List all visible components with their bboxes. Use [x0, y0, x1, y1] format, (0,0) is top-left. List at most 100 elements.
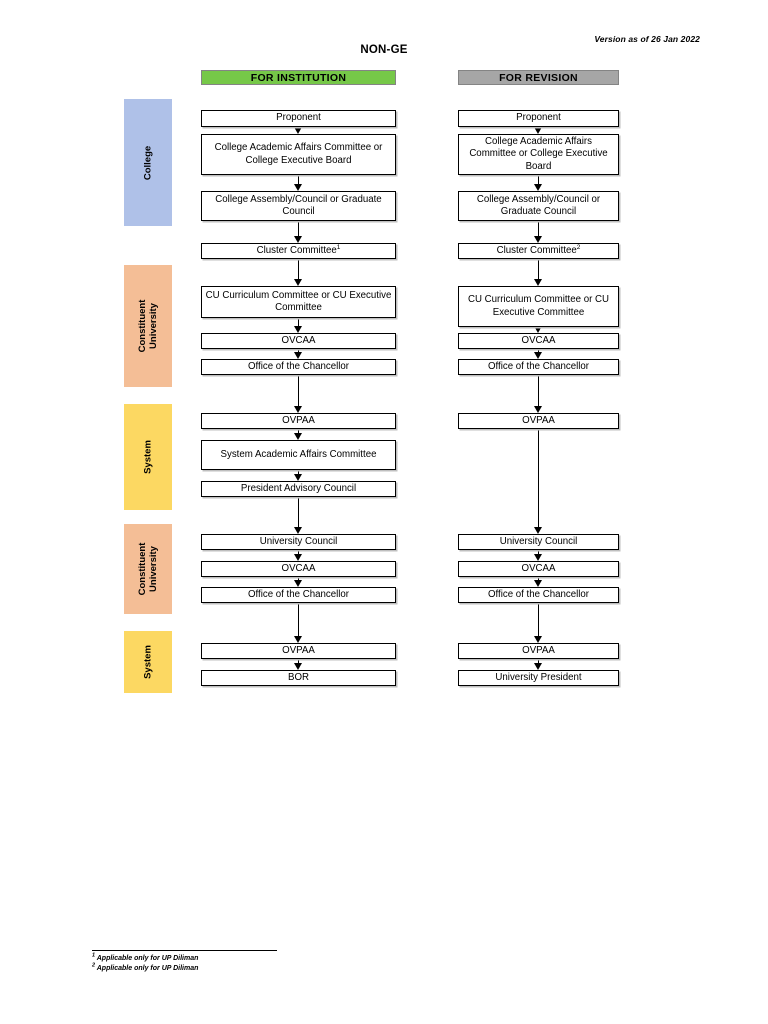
flow-arrow-institution-10: [297, 550, 300, 555]
phase-band-system: System: [124, 404, 172, 510]
flow-box-revision-university-president[interactable]: University President: [458, 670, 619, 686]
flow-box-institution-ovcaa[interactable]: OVCAA: [201, 561, 396, 577]
flow-box-label: Cluster Committee2: [496, 243, 581, 256]
flow-box-revision-ovcaa[interactable]: OVCAA: [458, 561, 619, 577]
flow-box-institution-proponent[interactable]: Proponent: [201, 110, 396, 127]
flow-arrow-revision-0: [537, 127, 540, 128]
flow-arrow-institution-11: [297, 577, 300, 581]
flow-box-label: Office of the Chancellor: [247, 588, 350, 600]
flow-box-revision-office-of-the-chancellor[interactable]: Office of the Chancellor: [458, 359, 619, 375]
flow-box-label: OVPAA: [282, 644, 315, 656]
flow-box-institution-president-advisory-council[interactable]: President Advisory Council: [201, 481, 396, 497]
flow-arrow-institution-2: [297, 221, 300, 237]
flow-box-label: University President: [495, 671, 582, 683]
flow-box-institution-university-council[interactable]: University Council: [201, 534, 396, 550]
flow-box-revision-ovpaa[interactable]: OVPAA: [458, 643, 619, 659]
flow-box-institution-cu-curriculum-committee-or-cu-executive-commit[interactable]: CU Curriculum Committee or CU Executive …: [201, 286, 396, 318]
flow-arrow-revision-10: [537, 603, 540, 637]
flow-box-institution-ovcaa[interactable]: OVCAA: [201, 333, 396, 349]
flow-box-label: University Council: [259, 535, 338, 547]
column-header-revision: FOR REVISION: [458, 70, 619, 85]
flow-arrow-revision-5: [537, 349, 540, 353]
flow-arrow-institution-12: [297, 603, 300, 637]
flow-box-institution-office-of-the-chancellor[interactable]: Office of the Chancellor: [201, 587, 396, 603]
flow-box-institution-system-academic-affairs-committee[interactable]: System Academic Affairs Committee: [201, 440, 396, 470]
column-header-institution: FOR INSTITUTION: [201, 70, 396, 85]
flow-arrow-institution-3: [297, 259, 300, 280]
flow-arrow-revision-3: [537, 259, 540, 280]
flow-box-label: OVCAA: [281, 562, 316, 574]
flow-arrow-institution-5: [297, 349, 300, 353]
flow-box-label: BOR: [288, 671, 309, 683]
flow-box-footnote-marker: 1: [336, 243, 341, 251]
flow-arrow-institution-7: [297, 429, 300, 434]
flow-box-institution-ovpaa[interactable]: OVPAA: [201, 413, 396, 429]
flow-box-label: College Assembly/Council or Graduate Cou…: [476, 193, 601, 217]
flow-box-label: College Academic Affairs Committee or Co…: [214, 142, 383, 166]
footnote-2-text: Applicable only for UP Diliman: [96, 965, 199, 972]
flow-arrow-revision-7: [537, 429, 540, 528]
flow-box-label: System Academic Affairs Committee: [220, 448, 377, 460]
version-stamp: Version as of 26 Jan 2022: [594, 34, 700, 44]
phase-band-label: College: [142, 145, 154, 180]
flow-arrow-revision-8: [537, 550, 540, 555]
flow-arrow-institution-9: [297, 497, 300, 528]
flow-box-revision-college-academic-affairs-committee-or-college-[interactable]: College Academic Affairs Committee or Co…: [458, 134, 619, 175]
phase-band-system: System: [124, 631, 172, 693]
flow-box-revision-college-assembly-council-or-graduate-council[interactable]: College Assembly/Council or Graduate Cou…: [458, 191, 619, 221]
flow-box-revision-ovpaa[interactable]: OVPAA: [458, 413, 619, 429]
flow-arrow-institution-6: [297, 375, 300, 407]
flow-arrow-revision-11: [537, 659, 540, 664]
flow-arrow-revision-6: [537, 375, 540, 407]
flow-box-institution-ovpaa[interactable]: OVPAA: [201, 643, 396, 659]
flow-box-revision-ovcaa[interactable]: OVCAA: [458, 333, 619, 349]
flow-arrow-institution-1: [297, 175, 300, 185]
flow-box-institution-bor[interactable]: BOR: [201, 670, 396, 686]
flow-box-label: College Academic Affairs Committee or Co…: [469, 136, 608, 172]
phase-band-label: System: [142, 440, 154, 474]
phase-band-college: College: [124, 99, 172, 226]
footnote-2-marker: 2: [92, 962, 96, 969]
flow-box-label: Office of the Chancellor: [487, 360, 590, 372]
flow-arrow-institution-8: [297, 470, 300, 475]
flow-box-label: President Advisory Council: [240, 482, 357, 494]
page-title: NON-GE: [360, 44, 408, 56]
flow-arrow-revision-2: [537, 221, 540, 237]
flow-box-revision-cu-curriculum-committee-or-cu-executive-commit[interactable]: CU Curriculum Committee or CU Executive …: [458, 286, 619, 327]
footnote-1: 1 Applicable only for UP Diliman: [92, 952, 199, 962]
footnote-1-marker: 1: [92, 952, 96, 959]
footnote-1-text: Applicable only for UP Diliman: [96, 955, 199, 962]
flow-box-label: Proponent: [276, 112, 321, 124]
flow-box-label: Office of the Chancellor: [487, 588, 590, 600]
flow-box-label: CU Curriculum Committee or CU Executive …: [467, 294, 610, 318]
flow-arrow-revision-1: [537, 175, 540, 185]
flow-arrow-institution-4: [297, 318, 300, 327]
flow-box-institution-office-of-the-chancellor[interactable]: Office of the Chancellor: [201, 359, 396, 375]
flow-box-label: Office of the Chancellor: [247, 360, 350, 372]
flow-box-label: OVPAA: [522, 414, 555, 426]
footnote-divider: [92, 950, 277, 951]
flow-arrow-revision-9: [537, 577, 540, 581]
flow-arrow-institution-13: [297, 659, 300, 664]
flow-box-label: Cluster Committee1: [256, 243, 341, 256]
flow-box-label: College Assembly/Council or Graduate Cou…: [215, 193, 382, 217]
flow-box-label: Proponent: [516, 112, 561, 124]
flow-box-revision-university-council[interactable]: University Council: [458, 534, 619, 550]
footnote-2: 2 Applicable only for UP Diliman: [92, 962, 199, 972]
flow-box-institution-college-academic-affairs-committee-or-college-[interactable]: College Academic Affairs Committee or Co…: [201, 134, 396, 175]
flow-box-revision-proponent[interactable]: Proponent: [458, 110, 619, 127]
flow-box-institution-college-assembly-council-or-graduate-council[interactable]: College Assembly/Council or Graduate Cou…: [201, 191, 396, 221]
flow-arrow-institution-0: [297, 127, 300, 128]
flow-box-footnote-marker: 2: [576, 243, 581, 251]
flow-box-revision-office-of-the-chancellor[interactable]: Office of the Chancellor: [458, 587, 619, 603]
flow-box-institution-cluster-committee[interactable]: Cluster Committee1: [201, 243, 396, 259]
flow-box-label: OVPAA: [522, 644, 555, 656]
flow-box-revision-cluster-committee[interactable]: Cluster Committee2: [458, 243, 619, 259]
flow-box-label: OVCAA: [521, 562, 556, 574]
flow-box-label: OVCAA: [521, 334, 556, 346]
flow-box-label: University Council: [499, 535, 578, 547]
flow-box-label: OVCAA: [281, 334, 316, 346]
